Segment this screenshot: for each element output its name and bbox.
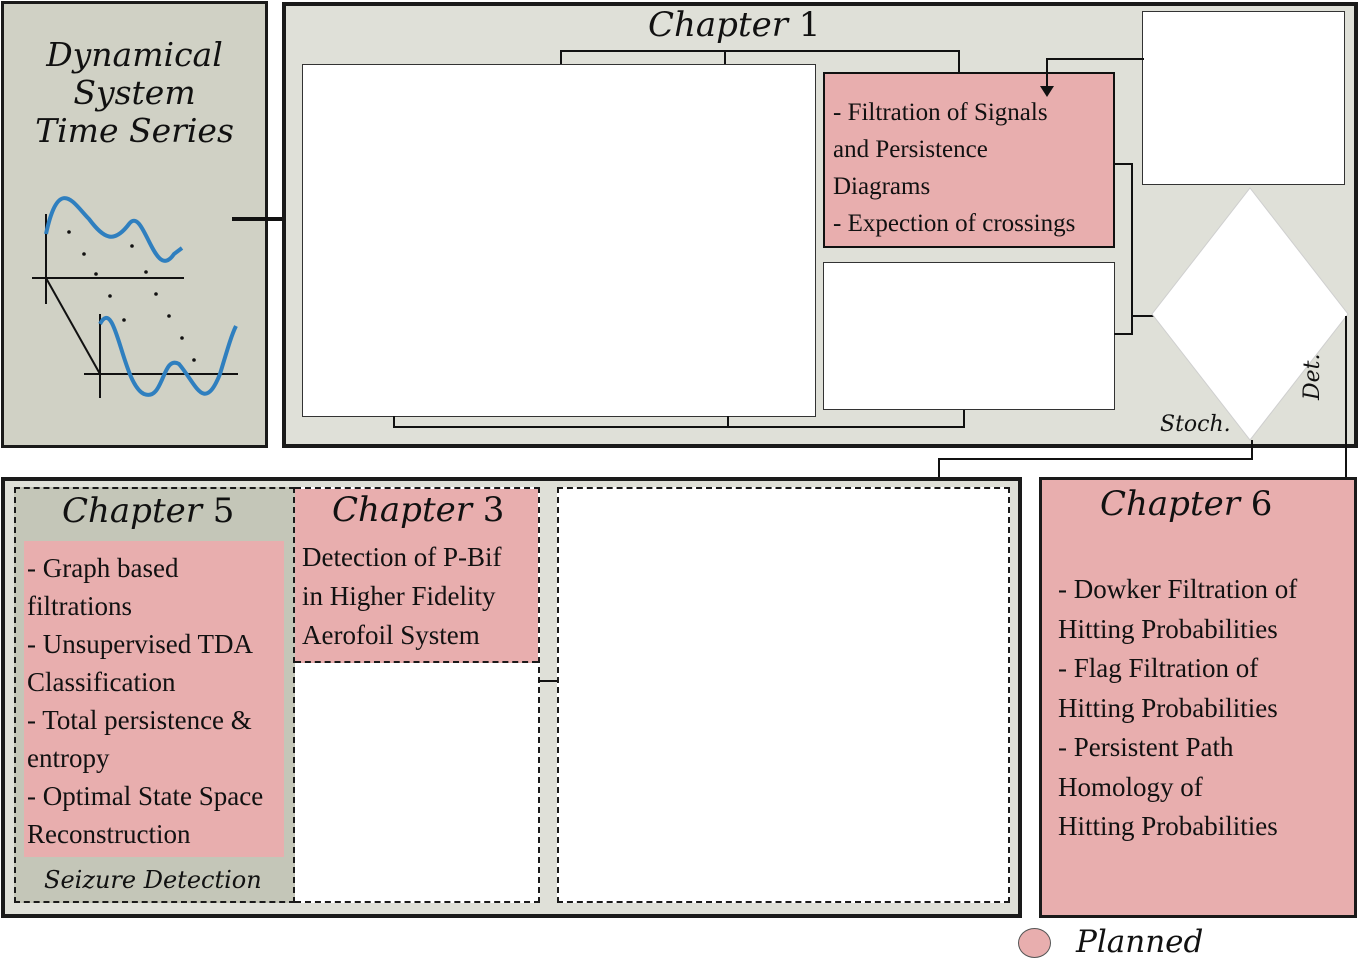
planned-item: - Graph based: [27, 553, 179, 583]
chapter6-title-number: 6: [1250, 484, 1273, 524]
chapter3-title: Chapter 3: [332, 493, 504, 527]
planned-item: Hitting Probabilities: [1058, 613, 1278, 644]
planned-item: - Dowker Filtration of: [1058, 574, 1298, 604]
chapter5-title-number: 5: [212, 491, 235, 531]
chapter1-title-number: 1: [798, 5, 821, 45]
chapter3-planned-text: Detection of P-Bif in Higher Fidelity Ae…: [302, 538, 501, 655]
legend: Planned: [1018, 924, 1238, 960]
planned-item: - Expection of crossings: [833, 210, 1076, 237]
bottom-image-placeholder: [557, 487, 1010, 903]
connector-line: [1131, 163, 1133, 335]
planned-item: and Persistence: [833, 136, 988, 163]
planned-item: - Optimal State Space: [27, 781, 264, 811]
legend-swatch: [1018, 928, 1051, 958]
input-title-line: Dynamical: [46, 35, 223, 74]
planned-item: filtrations: [27, 591, 132, 621]
chapter1-result-placeholder: [823, 262, 1115, 410]
connector-line: [1251, 440, 1253, 460]
connector-line: [1345, 316, 1347, 510]
chapter1-corner-placeholder: [1142, 11, 1345, 185]
planned-item: Homology of: [1058, 771, 1203, 802]
connector-line: [560, 50, 562, 66]
chapter6-title: Chapter 6: [1100, 487, 1272, 521]
connector-line: [1131, 315, 1155, 317]
connector-line: [1046, 58, 1048, 90]
planned-item: - Flag Filtration of: [1058, 653, 1259, 683]
chapter5-planned-box: [24, 541, 284, 857]
planned-item: Reconstruction: [27, 819, 191, 849]
chapter5-title-word: Chapter: [62, 491, 202, 531]
connector-line: [938, 458, 1253, 460]
chapter1-title-word: Chapter: [648, 5, 788, 45]
connector-line: [1114, 333, 1133, 335]
connector-line: [393, 416, 395, 428]
arrowhead-icon: [1040, 86, 1054, 97]
input-panel: Dynamical System Time Series: [1, 1, 268, 448]
chapter5-planned-text: - Graph based filtrations - Unsupervised…: [27, 549, 263, 853]
input-panel-title: Dynamical System Time Series: [4, 36, 265, 150]
connector-line: [724, 50, 726, 66]
stoch-label: Stoch.: [1160, 412, 1231, 437]
planned-item: Detection of P-Bif: [302, 542, 502, 572]
connector-line: [958, 50, 960, 74]
chapter6-panel: [1039, 477, 1357, 918]
planned-item: Aerofoil System: [302, 620, 480, 650]
connector-line: [963, 408, 965, 428]
input-title-line: System: [73, 73, 196, 112]
chapter5-title: Chapter 5: [62, 494, 234, 528]
connector-line: [1114, 163, 1133, 165]
legend-label: Planned: [1076, 924, 1204, 960]
det-label: Det.: [1300, 353, 1325, 401]
chapter3-title-word: Chapter: [332, 490, 472, 530]
planned-item: Diagrams: [833, 173, 931, 200]
planned-item: - Total persistence &: [27, 705, 252, 735]
chapter1-planned-box: - Filtration of Signals and Persistence …: [823, 72, 1115, 248]
connector-line: [727, 416, 729, 428]
chapter1-title: Chapter 1: [648, 8, 820, 42]
input-title-line: Time Series: [35, 111, 234, 150]
connector-line: [938, 458, 940, 486]
connector-line: [1046, 58, 1144, 60]
planned-item: Hitting Probabilities: [1058, 811, 1278, 841]
connector-line: [538, 680, 558, 682]
planned-item: - Filtration of Signals: [833, 99, 1048, 126]
chapter1-planned-text: - Filtration of Signals and Persistence …: [833, 94, 1075, 242]
planned-item: - Unsupervised TDA: [27, 629, 253, 659]
decision-diamond: [1151, 187, 1349, 441]
planned-item: Classification: [27, 667, 176, 697]
chapter3-title-number: 3: [482, 490, 505, 530]
chapter6-title-word: Chapter: [1100, 484, 1240, 524]
chapter1-image-placeholder: [302, 64, 816, 417]
chapter5-footer: Seizure Detection: [44, 866, 262, 894]
chapter6-planned-text: - Dowker Filtration of Hitting Probabili…: [1058, 570, 1297, 847]
connector-line: [560, 50, 960, 52]
planned-item: in Higher Fidelity: [302, 581, 496, 611]
planned-item: - Persistent Path: [1058, 732, 1234, 762]
planned-item: entropy: [27, 743, 110, 773]
chapter3-planned-box: [295, 489, 538, 663]
planned-item: Hitting Probabilities: [1058, 692, 1278, 723]
connector-line: [393, 426, 965, 428]
time-series-illustration: [32, 196, 238, 398]
